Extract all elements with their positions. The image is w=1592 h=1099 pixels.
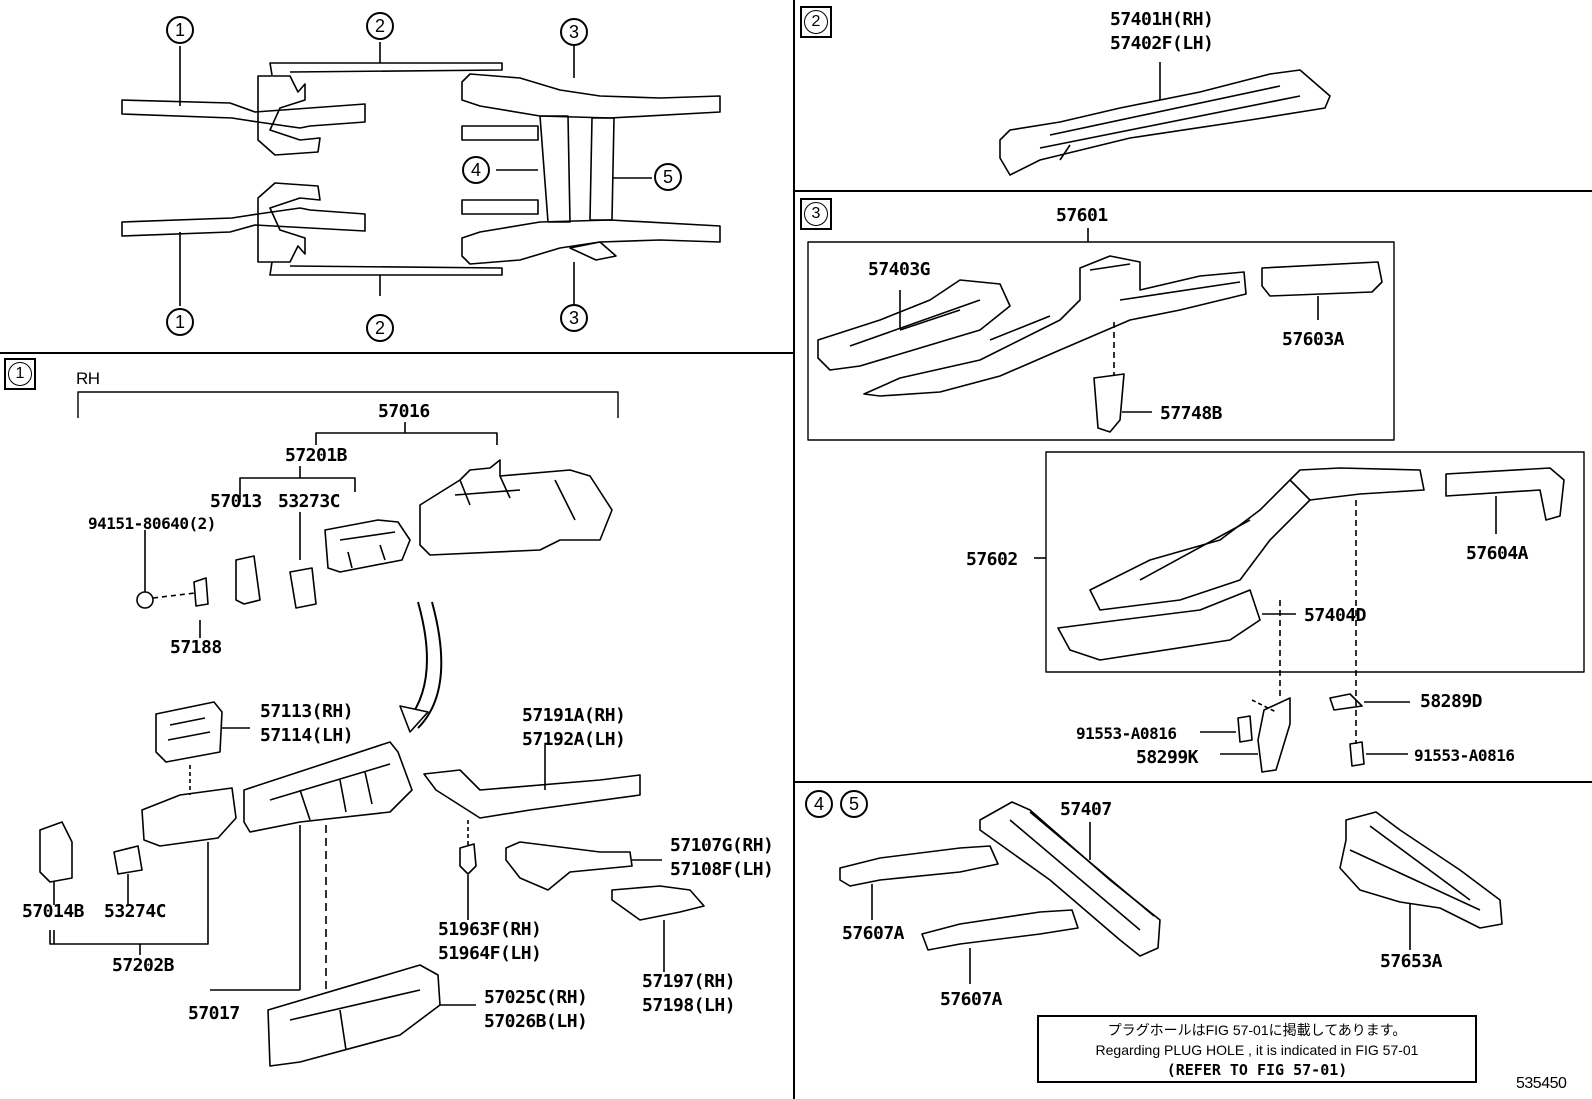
part-57607A-upper[interactable]: 57607A [842, 923, 905, 944]
part-57198[interactable]: 57198(LH) [642, 995, 736, 1016]
part-53273C[interactable]: 53273C [278, 491, 341, 512]
part-57404D[interactable]: 57404D [1304, 605, 1367, 626]
part-57201B[interactable]: 57201B [285, 445, 348, 466]
callout-3-top: 3 [560, 18, 588, 46]
section-1-badge: 1 [4, 358, 36, 390]
callout-1-bottom: 1 [166, 308, 194, 336]
part-57013[interactable]: 57013 [210, 491, 262, 512]
part-57113[interactable]: 57113(RH) [260, 701, 354, 722]
plug-hole-note: プラグホールはFIG 57-01に掲載してあります。 Regarding PLU… [1037, 1015, 1477, 1083]
side-label-rh: RH [76, 369, 100, 388]
part-57401H[interactable]: 57401H(RH) [1110, 9, 1214, 30]
figure-number: 535450 [1516, 1075, 1567, 1092]
callout-2-top: 2 [366, 12, 394, 40]
part-57114[interactable]: 57114(LH) [260, 725, 354, 746]
callout-1-top: 1 [166, 16, 194, 44]
part-57653A[interactable]: 57653A [1380, 951, 1443, 972]
part-57202B[interactable]: 57202B [112, 955, 175, 976]
part-57407[interactable]: 57407 [1060, 799, 1112, 820]
part-57602[interactable]: 57602 [966, 549, 1018, 570]
part-57016[interactable]: 57016 [378, 401, 430, 422]
part-57601[interactable]: 57601 [1056, 205, 1108, 226]
section-45-drawing [839, 801, 1503, 984]
part-57603A[interactable]: 57603A [1282, 329, 1345, 350]
section-5-badge: 5 [840, 790, 868, 818]
section-3-drawing [807, 228, 1585, 773]
section-2-drawing [999, 62, 1331, 176]
part-57604A[interactable]: 57604A [1466, 543, 1529, 564]
part-51963F[interactable]: 51963F(RH) [438, 919, 542, 940]
part-58299K[interactable]: 58299K [1136, 747, 1199, 768]
part-57188[interactable]: 57188 [170, 637, 222, 658]
part-57748B[interactable]: 57748B [1160, 403, 1223, 424]
part-57192A[interactable]: 57192A(LH) [522, 729, 626, 750]
callout-5: 5 [654, 163, 682, 191]
part-57014B[interactable]: 57014B [22, 901, 85, 922]
section-3-badge: 3 [800, 198, 832, 230]
section-2-badge: 2 [800, 6, 832, 38]
part-91553-A0816-right[interactable]: 91553-A0816 [1414, 746, 1515, 765]
part-57108F[interactable]: 57108F(LH) [670, 859, 774, 880]
note-line-japanese: プラグホールはFIG 57-01に掲載してあります。 [1107, 1022, 1407, 1038]
part-57403G[interactable]: 57403G [868, 259, 931, 280]
callout-4: 4 [462, 156, 490, 184]
part-57191A[interactable]: 57191A(RH) [522, 705, 626, 726]
part-57107G[interactable]: 57107G(RH) [670, 835, 774, 856]
part-57607A-lower[interactable]: 57607A [940, 989, 1003, 1010]
callout-2-bottom: 2 [366, 314, 394, 342]
part-58289D[interactable]: 58289D [1420, 691, 1483, 712]
overview-frame [121, 42, 721, 306]
part-51964F[interactable]: 51964F(LH) [438, 943, 542, 964]
section-4-badge: 4 [805, 790, 833, 818]
note-line-english: Regarding PLUG HOLE , it is indicated in… [1095, 1042, 1419, 1058]
section-1-drawing [39, 391, 705, 1067]
part-57017[interactable]: 57017 [188, 1003, 240, 1024]
part-57025C[interactable]: 57025C(RH) [484, 987, 588, 1008]
part-57402F[interactable]: 57402F(LH) [1110, 33, 1214, 54]
callout-3-bottom: 3 [560, 304, 588, 332]
part-53274C[interactable]: 53274C [104, 901, 167, 922]
part-57026B[interactable]: 57026B(LH) [484, 1011, 588, 1032]
part-57197[interactable]: 57197(RH) [642, 971, 736, 992]
part-94151-80640[interactable]: 94151-80640(2) [88, 514, 216, 533]
note-refer-link[interactable]: (REFER TO FIG 57-01) [1166, 1061, 1348, 1079]
part-91553-A0816-left[interactable]: 91553-A0816 [1076, 724, 1177, 743]
